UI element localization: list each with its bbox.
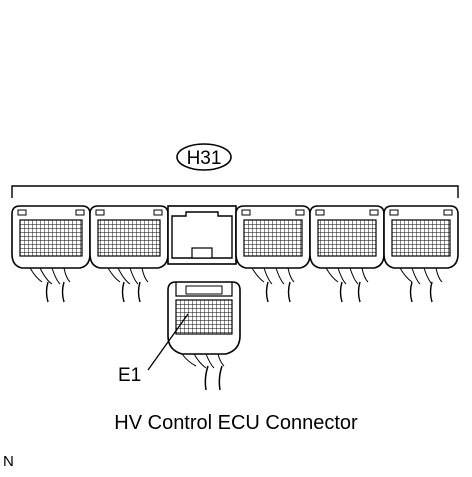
connector-row	[11, 205, 459, 303]
ecu-housing-outline	[11, 185, 459, 198]
corner-code: N	[3, 453, 14, 470]
ecu-connector-4	[235, 205, 311, 303]
ecu-connector-5	[309, 205, 385, 303]
pin-label: E1	[118, 365, 141, 386]
connector-callout-h31: H31	[176, 143, 232, 171]
diagram-caption: HV Control ECU Connector	[114, 412, 358, 434]
ecu-connector-6	[383, 205, 459, 303]
callout-ellipse	[176, 143, 232, 171]
ecu-connector-3	[167, 205, 237, 265]
ecu-connector-2	[89, 205, 169, 303]
connector-label: H31	[187, 148, 222, 169]
ecu-connector-1	[11, 205, 91, 303]
e1-leader-line	[147, 313, 189, 371]
mating-connector-e1	[167, 281, 241, 391]
